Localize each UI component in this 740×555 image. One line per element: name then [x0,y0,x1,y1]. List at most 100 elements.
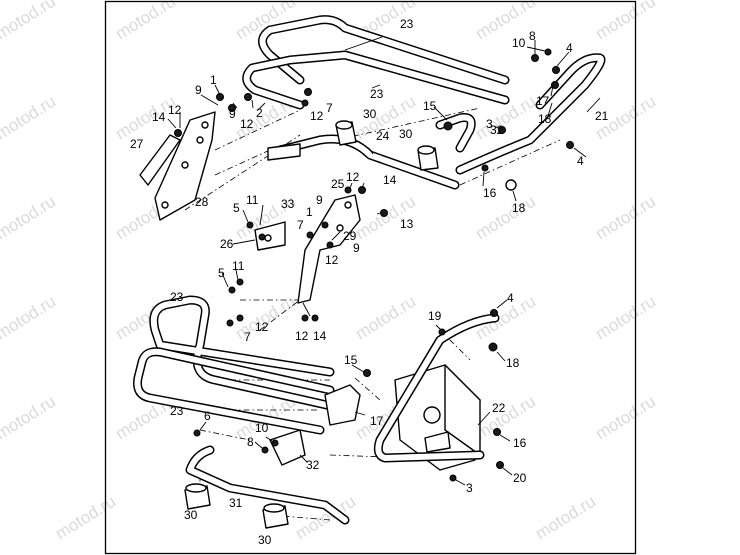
callout-12: 12 [255,320,269,334]
callout-12: 12 [325,253,339,267]
callout-11: 11 [246,193,259,207]
nut-icon [311,314,319,322]
callout-25: 25 [331,177,345,191]
callout-12: 12 [346,170,360,184]
callout-30: 30 [258,533,272,547]
callout-16: 16 [483,186,497,200]
bolt-icon [306,231,314,239]
nut-icon [481,164,489,172]
watermark-text: motod.ru [592,0,659,43]
bolt-icon [261,446,269,454]
watermark-text: motod.ru [532,492,599,544]
watermark-text: motod.ru [0,0,59,43]
washer-icon [505,179,517,191]
watermark-text: motod.ru [592,192,659,244]
callout-31: 31 [229,496,243,510]
lower-tube-frame [133,295,345,435]
callout-9: 9 [229,107,236,121]
callout-19: 19 [428,309,442,323]
upper-short-bar [435,113,476,153]
callout-18: 18 [538,112,552,126]
callout-6: 6 [204,409,211,423]
callout-9: 9 [316,193,323,207]
callout-30: 30 [399,127,413,141]
bolt-icon [246,221,254,229]
lower-tube-bracket [324,384,361,426]
lower-bar [185,445,350,525]
callout-14: 14 [383,173,397,187]
callout-4: 4 [577,154,584,168]
callout-3: 3 [466,481,473,495]
fasteners [174,48,574,482]
washer-icon [496,461,504,469]
bolt-icon [449,474,457,482]
callout-11: 11 [232,259,245,273]
callout-20: 20 [513,471,527,485]
nut-icon [438,328,446,336]
callout-7: 7 [244,330,251,344]
nut-icon [344,186,352,194]
callout-1: 1 [210,73,217,87]
nut-icon [326,241,334,249]
nut-icon [174,129,182,137]
nut-icon [493,428,501,436]
callout-15: 15 [423,99,437,113]
callout-18: 18 [506,356,520,370]
callout-9: 9 [195,83,202,97]
bolt-icon [498,126,506,134]
callout-17: 17 [370,414,384,428]
bolt-icon [552,66,560,74]
callout-4: 4 [566,41,573,55]
callout-32: 32 [306,458,320,472]
nut-icon [236,314,244,322]
nut-icon [358,186,366,194]
callout-5: 5 [233,201,240,215]
callout-33: 33 [281,197,295,211]
nut-icon [236,278,244,286]
callout-32: 32 [490,123,504,137]
nut-icon [244,93,252,101]
nut-icon [380,209,388,217]
callout-24: 24 [376,129,390,143]
small-bracket [254,221,286,251]
bolt-icon [490,309,498,317]
bolt-icon [193,429,201,437]
lower-grips [184,483,289,529]
diagram-frame [104,0,637,555]
callout-3-upper: 3 [486,117,493,131]
callout-16: 16 [513,436,527,450]
callout-14: 14 [152,110,166,124]
cap-icon [363,369,371,377]
callout-18: 18 [512,201,526,215]
callout-30: 30 [184,508,198,522]
right-side-rail [455,53,606,175]
callout-29: 29 [343,229,357,243]
callout-10: 10 [255,421,269,435]
center-bracket [297,194,361,304]
callout-12: 12 [310,109,324,123]
carrier-box [394,364,481,471]
watermark-text: motod.ru [0,392,59,444]
washer-icon [488,342,498,352]
bolt-icon [228,286,236,294]
bolt-icon [226,319,234,327]
watermark-text: motod.ru [0,192,59,244]
callout-2: 2 [256,106,263,120]
callout-1: 1 [306,205,313,219]
nut-icon [271,439,279,447]
callout-26: 26 [220,237,234,251]
callout-14: 14 [313,329,327,343]
upper-tube-frame [242,15,510,110]
watermark-text: motod.ru [592,292,659,344]
nut-icon [544,48,552,56]
callout-23: 23 [170,290,184,304]
callout-5: 5 [218,266,225,280]
bolt-icon [216,93,224,101]
callout-28: 28 [195,195,209,209]
callout-12: 12 [295,329,309,343]
callout-8: 8 [247,435,254,449]
callout-27: 27 [130,137,144,151]
washer-icon [228,104,236,112]
callout-7: 7 [297,218,304,232]
